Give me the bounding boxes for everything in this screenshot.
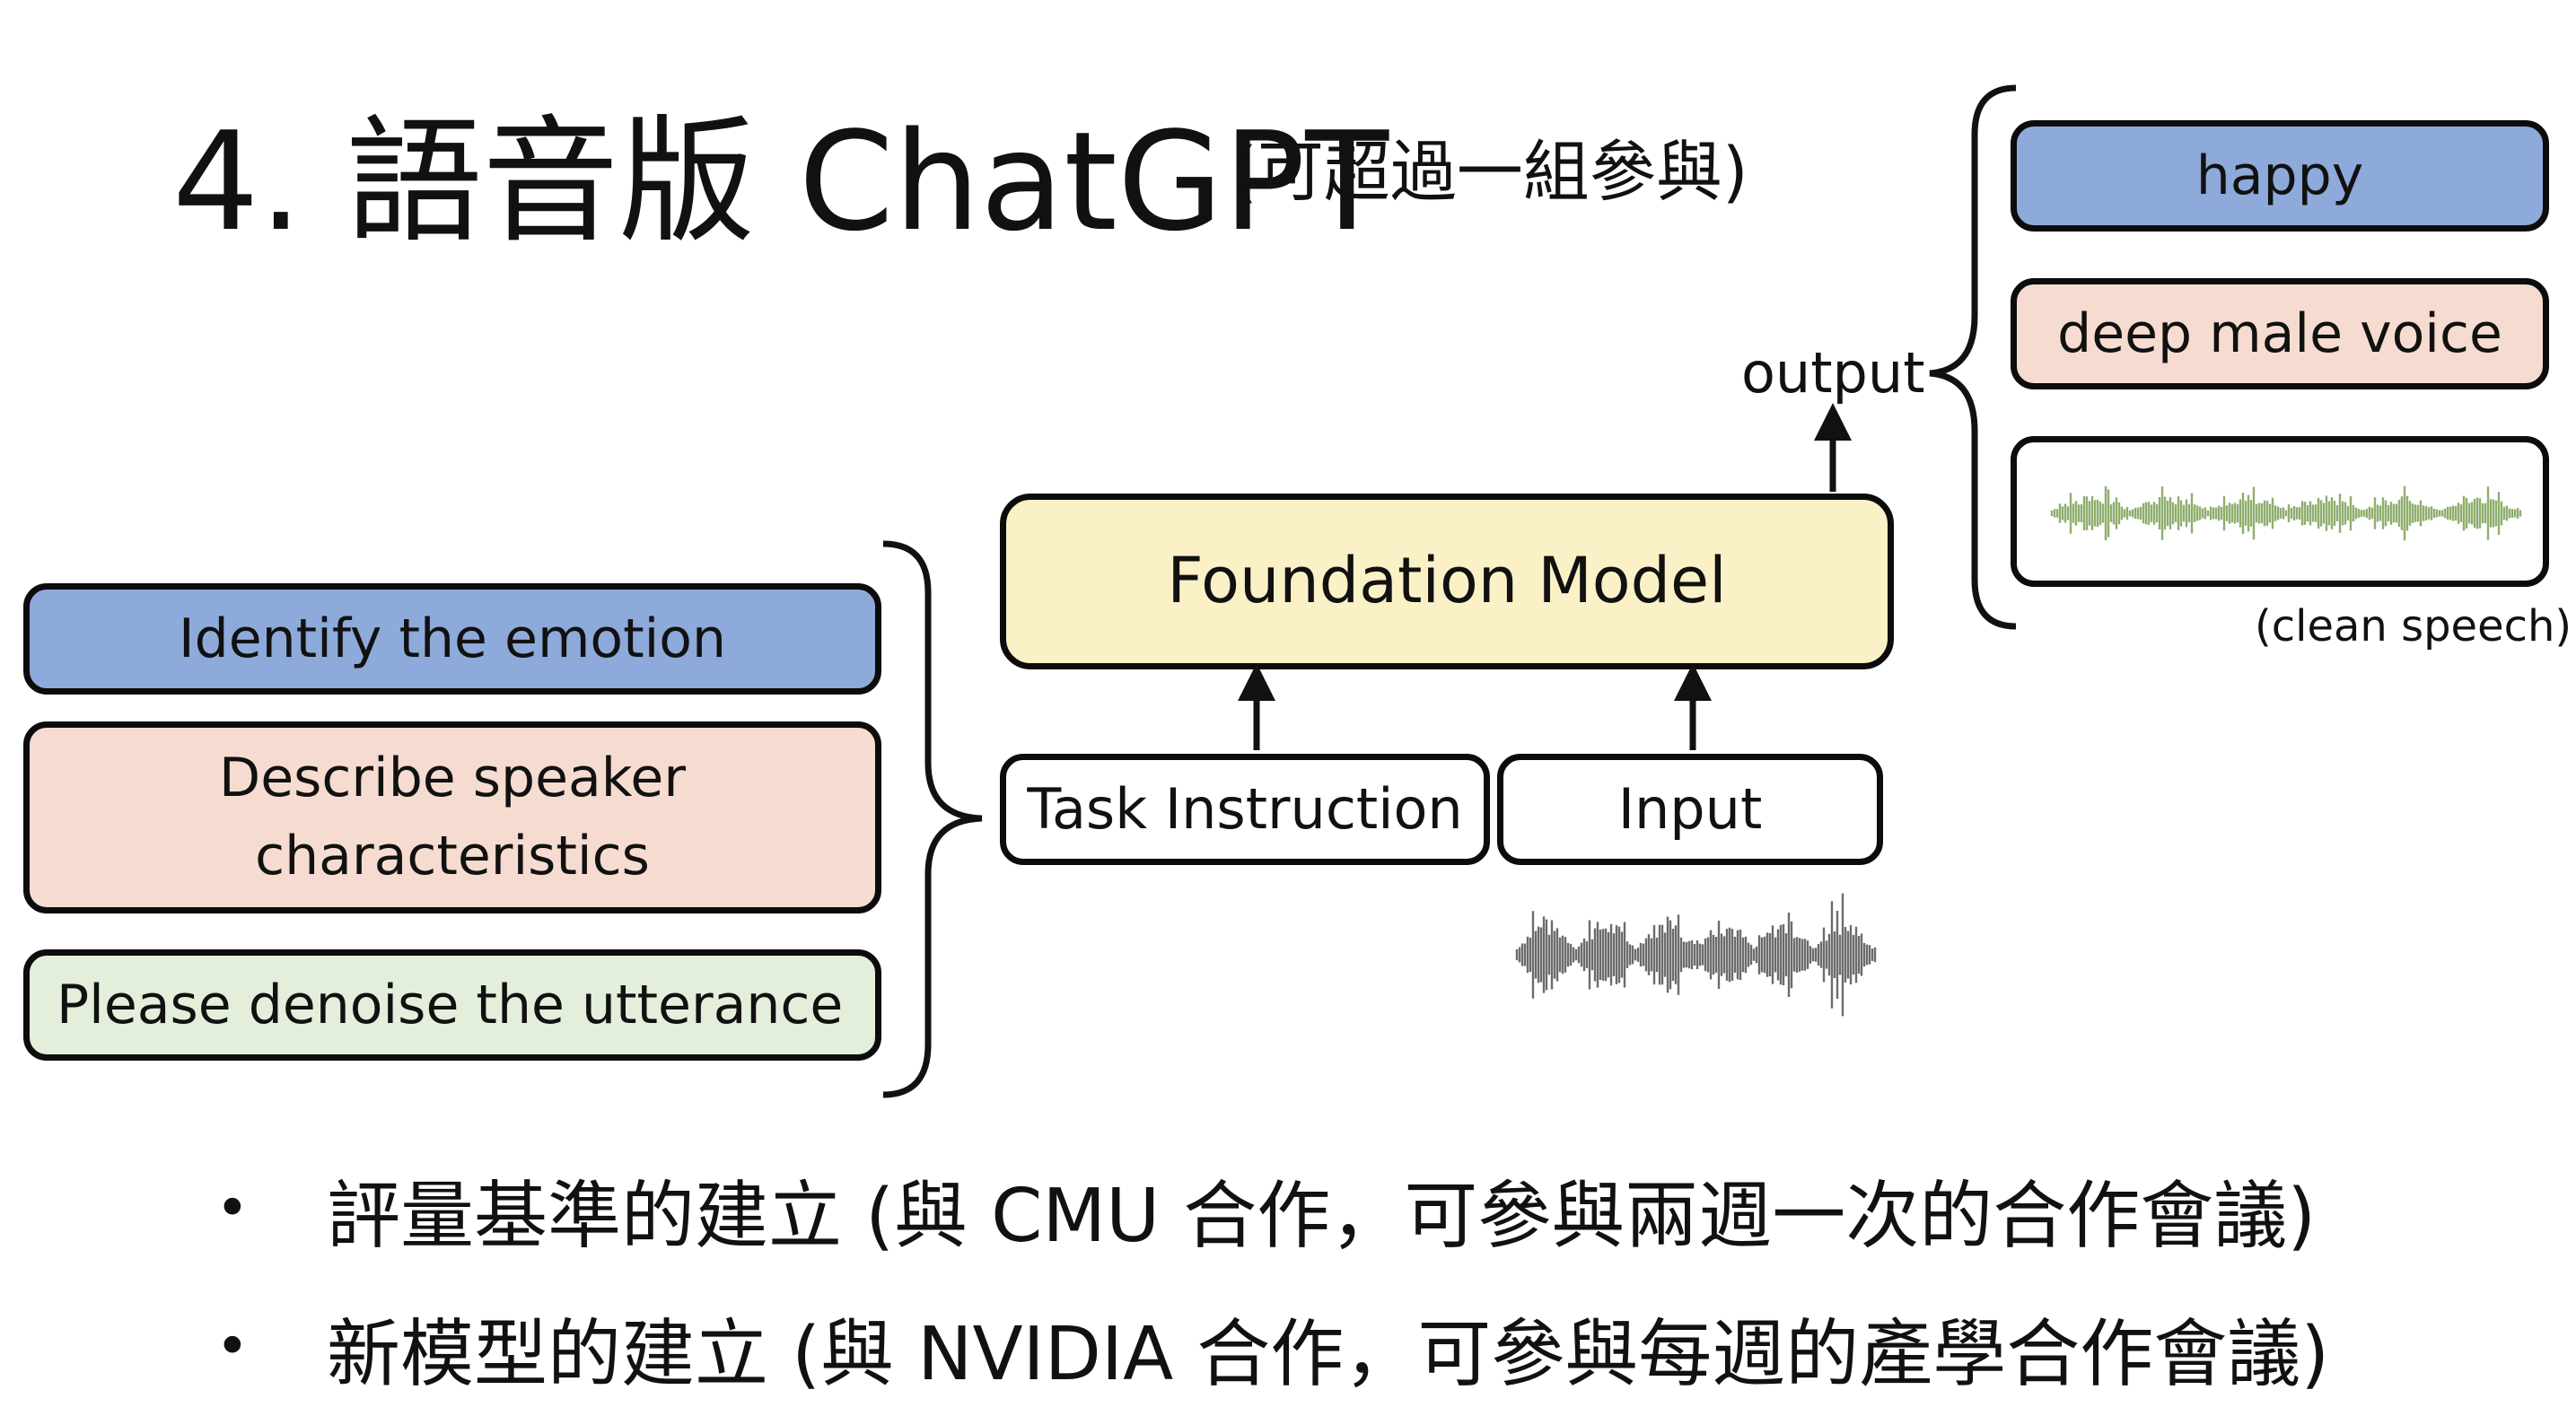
instruction-denoise: Please denoise the utterance (23, 949, 881, 1061)
input-waveform (1515, 893, 1877, 1017)
bullet-dot: • (215, 1314, 250, 1380)
slide-subtitle: (可超過一組參與) (1231, 134, 1748, 211)
output-label: output (1741, 340, 1925, 406)
output-happy-label: happy (2195, 144, 2364, 207)
bullet-item: • 評量基準的建立 (與 CMU 合作，可參與兩週一次的合作會議) (215, 1140, 2329, 1278)
output-waveform (2050, 485, 2522, 541)
bullet-text: 新模型的建立 (與 NVIDIA 合作，可參與每週的產學合作會議) (327, 1311, 2330, 1397)
bullet-text: 評量基準的建立 (與 CMU 合作，可參與兩週一次的合作會議) (327, 1173, 2317, 1259)
clean-speech-caption: (clean speech) (2255, 601, 2572, 651)
output-deep-male-voice-box: deep male voice (2011, 278, 2549, 389)
instruction-denoise-label: Please denoise the utterance (57, 973, 844, 1036)
slide-title: 4. 語音版 ChatGPT (172, 102, 1389, 261)
instruction-identify-emotion-label: Identify the emotion (178, 607, 727, 670)
task-instruction-label: Task Instruction (1027, 776, 1463, 843)
foundation-model-box: Foundation Model (1000, 494, 1894, 669)
foundation-model-label: Foundation Model (1167, 544, 1727, 618)
right-brace (1929, 84, 2017, 630)
instruction-describe-speaker-line1: Describe speaker (219, 747, 686, 809)
task-instruction-box: Task Instruction (1000, 754, 1490, 865)
instruction-describe-speaker: Describe speaker characteristics (23, 721, 881, 913)
instruction-identify-emotion: Identify the emotion (23, 583, 881, 695)
input-box: Input (1497, 754, 1883, 865)
output-deep-male-voice-label: deep male voice (2057, 302, 2502, 365)
bullet-item: • 新模型的建立 (與 NVIDIA 合作，可參與每週的產學合作會議) (215, 1278, 2329, 1416)
bullet-dot: • (215, 1176, 250, 1242)
output-happy-box: happy (2011, 120, 2549, 232)
instruction-describe-speaker-line2: characteristics (255, 825, 650, 887)
input-label: Input (1617, 776, 1763, 843)
bullet-list: • 評量基準的建立 (與 CMU 合作，可參與兩週一次的合作會議) • 新模型的… (215, 1140, 2329, 1416)
left-brace (882, 540, 983, 1098)
